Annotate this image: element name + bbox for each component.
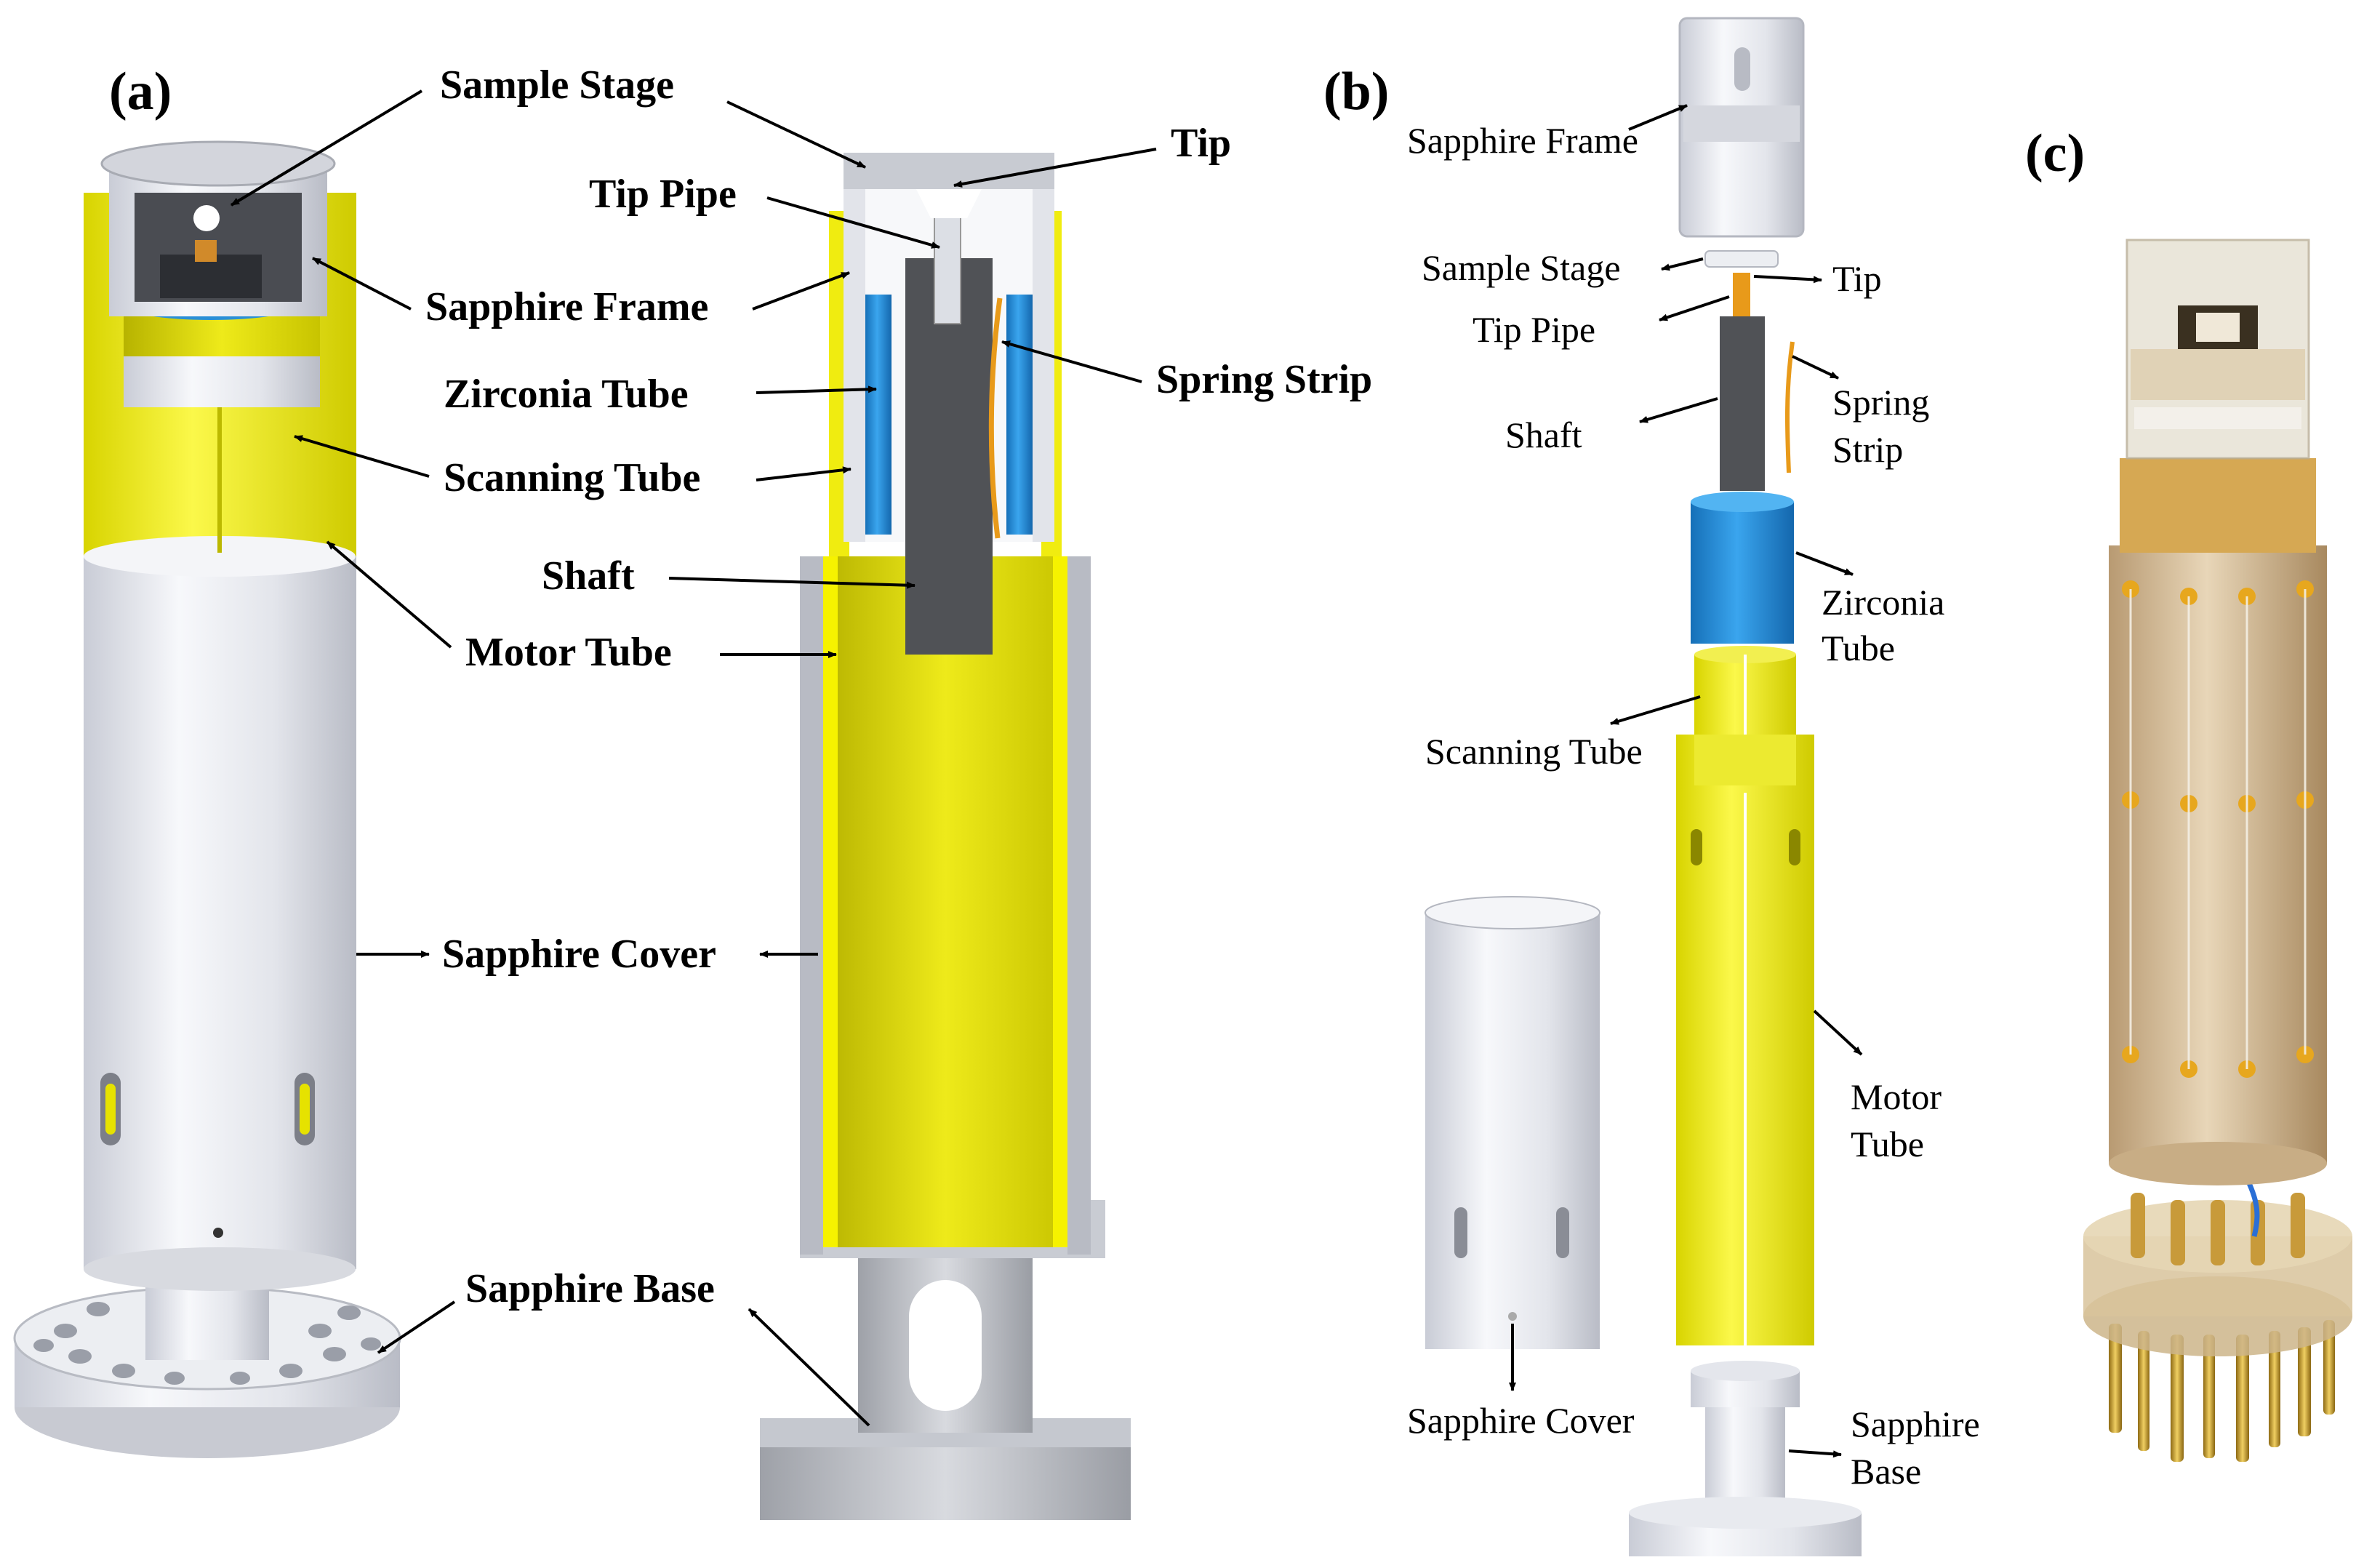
label-tip-a: Tip	[1171, 121, 1231, 166]
arrow-base-b	[1788, 1449, 1842, 1458]
arrow-sapphire-base-left	[377, 1300, 456, 1354]
label-sapphire-cover-a: Sapphire Cover	[442, 932, 716, 977]
panel-a-cross-section	[760, 153, 1131, 1520]
arrow-tip-b	[1753, 275, 1822, 284]
arrow-tip-pipe-b	[1659, 295, 1730, 321]
label-sample-stage-b: Sample Stage	[1422, 247, 1621, 288]
panel-b-labels: Sapphire Frame Sample Stage Tip Tip Pipe…	[1407, 104, 1980, 1492]
label-scanning-tube-a: Scanning Tube	[444, 455, 700, 500]
label-motor-b-2: Tube	[1851, 1124, 1924, 1164]
label-zirconia-b-1: Zirconia	[1822, 582, 1944, 623]
panel-a-assembled-model	[13, 140, 401, 1458]
arrow-motor-tube-left	[326, 540, 452, 649]
label-sapphire-base-a: Sapphire Base	[465, 1266, 715, 1311]
arrow-sapphire-frame-b	[1628, 104, 1688, 131]
arrow-zirconia-b	[1795, 551, 1854, 576]
label-tip-pipe-a: Tip Pipe	[589, 172, 737, 217]
arrow-scanning-tube-right	[756, 466, 852, 481]
label-motor-tube-a: Motor Tube	[465, 630, 672, 675]
arrow-sapphire-frame-right	[752, 271, 850, 311]
arrow-scanning-tube-b	[1610, 695, 1701, 725]
arrow-tip-pipe-a	[766, 196, 940, 249]
arrow-zirconia-tube	[756, 385, 877, 394]
label-tip-pipe-b: Tip Pipe	[1473, 309, 1595, 350]
arrow-spring-b	[1792, 355, 1839, 380]
label-base-b-1: Sapphire	[1851, 1404, 1980, 1444]
label-spring-strip-a: Spring Strip	[1156, 357, 1372, 402]
panel-c-letter: (c)	[2025, 124, 2085, 183]
label-scanning-tube-b: Scanning Tube	[1425, 731, 1643, 772]
label-sapphire-frame-a: Sapphire Frame	[425, 284, 708, 329]
arrow-sapphire-base-right	[748, 1308, 870, 1427]
label-spring-b-1: Spring	[1832, 382, 1929, 423]
arrow-spring-strip-a	[1001, 340, 1142, 383]
label-sapphire-frame-b: Sapphire Frame	[1407, 120, 1638, 161]
panel-c-photo: (c)	[2025, 124, 2352, 1462]
arrow-shaft-a	[668, 577, 915, 589]
label-zirconia-b-2: Tube	[1822, 628, 1895, 668]
arrow-sapphire-frame-left	[312, 257, 412, 311]
arrow-sample-stage-left	[230, 89, 423, 207]
panel-b-letter: (b)	[1323, 62, 1389, 121]
panel-b-exploded-view: (b)	[1323, 17, 1862, 1556]
arrow-shaft-b	[1639, 397, 1718, 423]
arrow-sample-stage-b	[1661, 257, 1704, 271]
arrow-motor-b	[1813, 1009, 1863, 1056]
arrow-scanning-tube-left	[294, 435, 430, 478]
label-spring-b-2: Strip	[1832, 429, 1903, 470]
label-shaft-b: Shaft	[1505, 415, 1582, 455]
label-motor-b-1: Motor	[1851, 1076, 1942, 1117]
label-sapphire-cover-b: Sapphire Cover	[1407, 1400, 1635, 1441]
panel-a-letter: (a)	[109, 62, 172, 121]
arrow-tip-a	[953, 148, 1157, 188]
arrow-sample-stage-right	[726, 100, 866, 169]
label-sample-stage-a: Sample Stage	[440, 63, 674, 108]
label-shaft-a: Shaft	[542, 553, 635, 599]
label-zirconia-tube-a: Zirconia Tube	[444, 372, 689, 417]
label-tip-b: Tip	[1832, 258, 1882, 299]
panel-a-labels: (a) Sample Stage Sapphire Frame Zirconia…	[109, 62, 1372, 1427]
label-base-b-2: Base	[1851, 1451, 1921, 1492]
